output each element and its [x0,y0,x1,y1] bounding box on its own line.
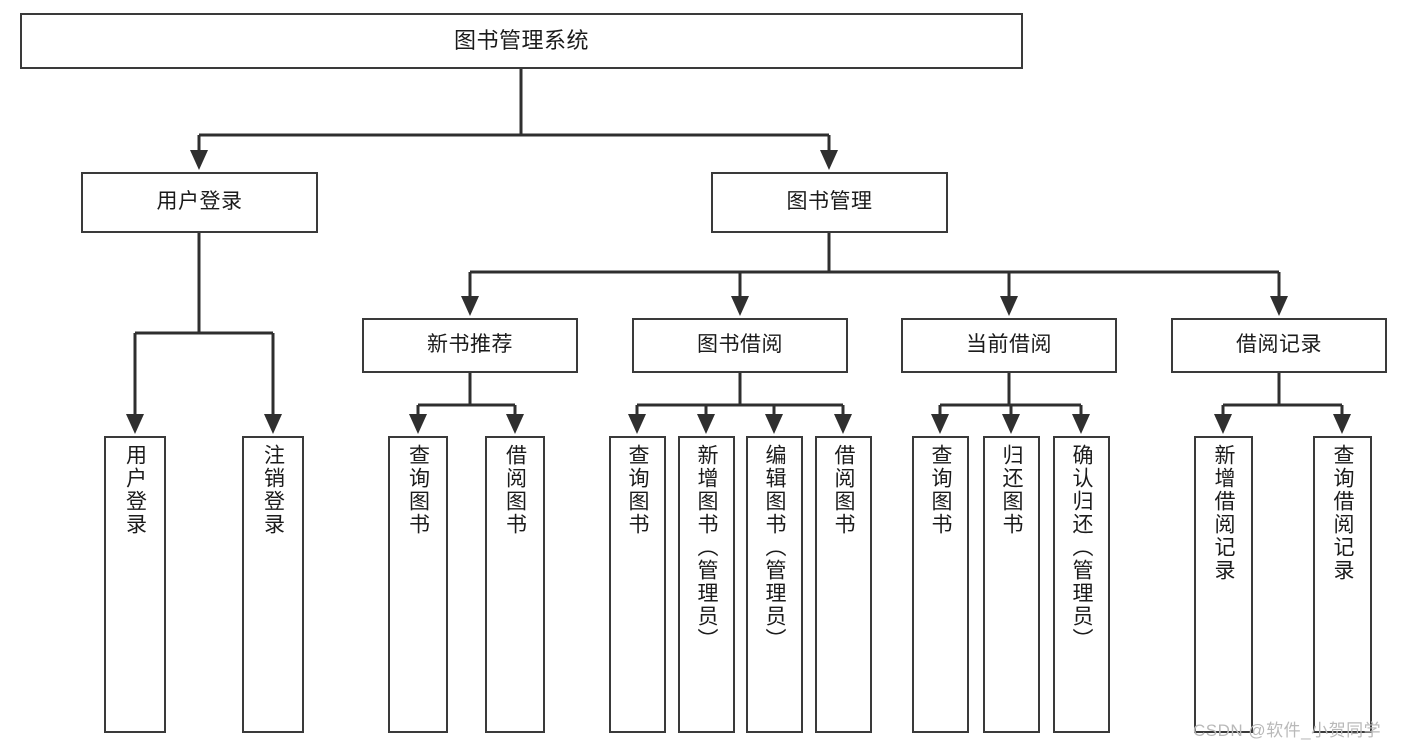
conn-book-manage-arrow-1 [731,296,749,316]
conn-book-borrow-arrow-0 [628,414,646,434]
node-user-login[interactable]: 用户登录 [81,172,318,233]
node-root[interactable]: 图书管理系统 [20,13,1023,69]
node-current-borrow[interactable]: 当前借阅 [901,318,1117,373]
conn-current-borrow-arrow-0 [931,414,949,434]
conn-root-arrow-1 [820,150,838,170]
node-book-manage[interactable]: 图书管理 [711,172,948,233]
node-label-leaf-add-book: 新增图书（管理员） [695,444,718,651]
csdn-watermark: CSDN @软件_小贺同学 [1193,721,1382,740]
node-borrow-record[interactable]: 借阅记录 [1171,318,1387,373]
node-label-leaf-rec-borrow-book: 借阅图书 [503,444,527,536]
node-label-current-borrow: 当前借阅 [966,333,1052,357]
node-label-new-book-rec: 新书推荐 [427,333,513,357]
node-label-leaf-cur-query-book: 查询图书 [929,444,952,536]
node-label-borrow-record: 借阅记录 [1236,333,1322,357]
node-leaf-confirm-return[interactable]: 确认归还（管理员） [1053,436,1110,733]
node-label-leaf-return-book: 归还图书 [1000,444,1023,536]
conn-borrow-record-arrow-0 [1214,414,1232,434]
conn-user-login-arrow-0 [126,414,144,434]
node-leaf-rec-query-book[interactable]: 查询图书 [388,436,448,733]
node-new-book-rec[interactable]: 新书推荐 [362,318,578,373]
node-label-leaf-borrow-query-book: 查询图书 [626,444,649,536]
conn-new-book-rec-arrow-0 [409,414,427,434]
conn-user-login-arrow-1 [264,414,282,434]
node-label-leaf-logout: 注销登录 [261,444,285,536]
node-leaf-cur-query-book[interactable]: 查询图书 [912,436,969,733]
conn-book-manage-arrow-3 [1270,296,1288,316]
node-label-leaf-borrow-book: 借阅图书 [832,444,855,536]
node-label-leaf-edit-book: 编辑图书（管理员） [763,444,786,651]
node-label-leaf-add-record: 新增借阅记录 [1212,444,1235,582]
conn-root-arrow-0 [190,150,208,170]
node-label-leaf-user-login: 用户登录 [123,444,147,536]
node-label-book-manage: 图书管理 [786,190,873,214]
node-leaf-add-record[interactable]: 新增借阅记录 [1194,436,1253,733]
node-label-user-login: 用户登录 [156,190,243,214]
conn-current-borrow-arrow-1 [1002,414,1020,434]
node-leaf-logout[interactable]: 注销登录 [242,436,304,733]
conn-book-manage-arrow-2 [1000,296,1018,316]
node-label-book-borrow: 图书借阅 [697,333,783,357]
conn-book-borrow-arrow-2 [765,414,783,434]
conn-book-borrow-arrow-3 [834,414,852,434]
node-leaf-return-book[interactable]: 归还图书 [983,436,1040,733]
conn-new-book-rec-arrow-1 [506,414,524,434]
node-label-leaf-confirm-return: 确认归还（管理员） [1070,444,1093,651]
conn-book-manage-arrow-0 [461,296,479,316]
node-leaf-borrow-book[interactable]: 借阅图书 [815,436,872,733]
conn-current-borrow-arrow-2 [1072,414,1090,434]
node-label-leaf-query-record: 查询借阅记录 [1331,444,1354,582]
conn-book-borrow-arrow-1 [697,414,715,434]
node-leaf-edit-book[interactable]: 编辑图书（管理员） [746,436,803,733]
node-label-leaf-rec-query-book: 查询图书 [406,444,430,536]
node-leaf-query-record[interactable]: 查询借阅记录 [1313,436,1372,733]
node-leaf-add-book[interactable]: 新增图书（管理员） [678,436,735,733]
node-book-borrow[interactable]: 图书借阅 [632,318,848,373]
conn-borrow-record-arrow-1 [1333,414,1351,434]
node-label-root: 图书管理系统 [453,28,589,54]
node-leaf-rec-borrow-book[interactable]: 借阅图书 [485,436,545,733]
node-leaf-borrow-query-book[interactable]: 查询图书 [609,436,666,733]
node-leaf-user-login[interactable]: 用户登录 [104,436,166,733]
